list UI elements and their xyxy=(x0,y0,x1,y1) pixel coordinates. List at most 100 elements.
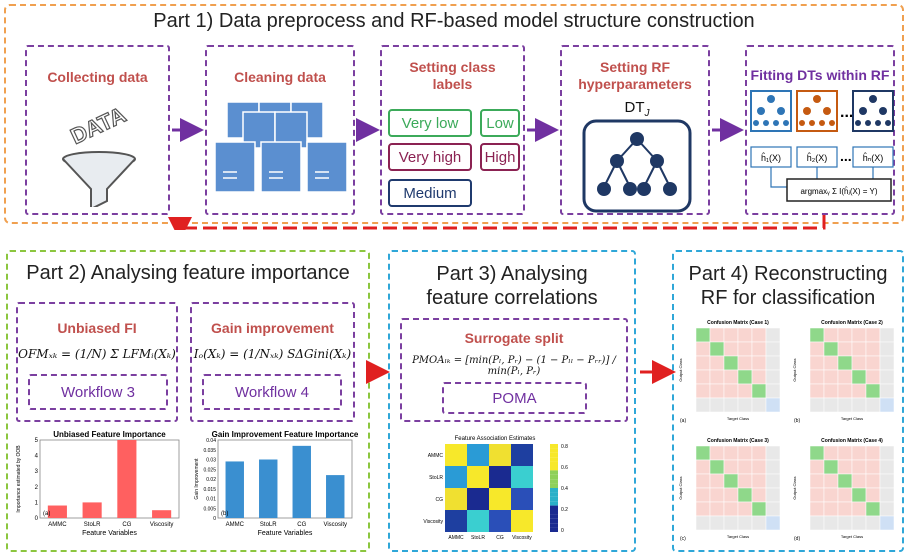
panel-label: (b) xyxy=(221,511,228,517)
colorbar-segment xyxy=(550,474,558,480)
heatmap-cell xyxy=(489,488,511,510)
x-axis-label: Feature Variables xyxy=(82,530,137,537)
cm-cell xyxy=(695,473,711,489)
cm-cell xyxy=(751,459,767,475)
cm-cell xyxy=(837,487,853,503)
cm-cell xyxy=(765,445,781,461)
cm-cell xyxy=(809,473,825,489)
argmax-label: argmaxᵧ Σ I(ĥⱼ(X) = Y) xyxy=(800,187,877,196)
cm-cell xyxy=(709,445,725,461)
cm-cell xyxy=(851,459,867,475)
poma-box: POMA xyxy=(442,382,587,414)
h1-label: ĥ₁(X) xyxy=(761,152,781,163)
heatmap-cell xyxy=(511,488,533,510)
cm-cell xyxy=(723,445,739,461)
cm-cell xyxy=(737,355,753,371)
cm-cell xyxy=(723,459,739,475)
bar-stolr xyxy=(82,502,102,518)
y-tick-label: 0.03 xyxy=(206,458,216,464)
cm-cell xyxy=(851,397,867,413)
cm-cell xyxy=(751,473,767,489)
tree-navy-icon xyxy=(852,90,894,132)
step-clean-box: Cleaning data xyxy=(205,45,355,215)
cm-cell xyxy=(695,515,711,531)
funnel-icon: DATA xyxy=(62,101,136,207)
cm-cell xyxy=(823,355,839,371)
heatmap-cell xyxy=(445,510,467,532)
cm-cell xyxy=(709,459,725,475)
cm-cell xyxy=(823,487,839,503)
workflow-3-box: Workflow 3 xyxy=(28,374,168,410)
colorbar-tick: 0 xyxy=(561,528,564,534)
heatmap-cell xyxy=(467,488,489,510)
cm-panel-label: (d) xyxy=(794,536,800,542)
part3-title-line2: feature correlations xyxy=(426,287,598,309)
cm-output-class: Output Class xyxy=(792,358,797,381)
cm-cell xyxy=(865,383,881,399)
heatmap-cell xyxy=(489,510,511,532)
cm-cell xyxy=(737,501,753,517)
cm-cell xyxy=(837,355,853,371)
cm-cell xyxy=(751,445,767,461)
cm-cell xyxy=(879,341,895,357)
cm-cell xyxy=(709,341,725,357)
colorbar-tick: 0.6 xyxy=(561,465,568,471)
cm-cell xyxy=(765,487,781,503)
y-tick-label: 0.035 xyxy=(203,448,216,454)
cm-cell xyxy=(879,473,895,489)
cm-cell xyxy=(879,383,895,399)
cm-cell xyxy=(837,341,853,357)
cm-cell xyxy=(751,341,767,357)
cm-cell xyxy=(751,487,767,503)
cm-cell xyxy=(737,473,753,489)
cm-cell xyxy=(723,383,739,399)
heatmap-col-label: StoLR xyxy=(471,535,485,541)
cm-cell xyxy=(809,355,825,371)
heatmap-cell xyxy=(511,444,533,466)
cm-cell xyxy=(851,383,867,399)
cm-cell xyxy=(765,515,781,531)
cm-cell xyxy=(823,459,839,475)
cm-cell xyxy=(809,459,825,475)
step-labels-title: Setting class labels xyxy=(409,59,496,92)
colorbar-tick: 0.2 xyxy=(561,507,568,513)
cm-cell xyxy=(809,369,825,385)
part1-title: Part 1) Data preprocess and RF-based mod… xyxy=(153,10,755,32)
cm-cell xyxy=(765,397,781,413)
cm-cell xyxy=(837,501,853,517)
cm-cell xyxy=(865,459,881,475)
cm-panel-label: (c) xyxy=(680,536,686,542)
x-tick-label: Viscosity xyxy=(323,522,347,528)
x-tick-label: StoLR xyxy=(84,522,101,528)
part3-frame xyxy=(388,250,636,552)
step-fit-title: Fitting DTs within RF xyxy=(750,67,890,83)
plot-area xyxy=(39,439,180,519)
bar-viscosity xyxy=(152,510,172,518)
cm-panel-label: (b) xyxy=(794,418,800,424)
cm-cell xyxy=(837,445,853,461)
cm-cell xyxy=(737,515,753,531)
colorbar-segment xyxy=(550,470,558,475)
cm-cell xyxy=(737,445,753,461)
heatmap-cell xyxy=(511,510,533,532)
cm-output-class: Output Class xyxy=(678,358,683,381)
part3-title-line1: Part 3) Analysing xyxy=(436,263,588,285)
unbiased-fi-title: Unbiased FI xyxy=(57,320,137,336)
cm-cell xyxy=(851,445,867,461)
y-tick-label: 5 xyxy=(35,438,39,444)
part4-title: Part 4) Reconstructing RF for classifica… xyxy=(672,262,904,310)
cm-cell xyxy=(809,327,825,343)
bar-ammc xyxy=(47,505,67,518)
cm-cell xyxy=(809,341,825,357)
cm-cell xyxy=(823,383,839,399)
x-tick-label: CG xyxy=(297,522,306,528)
cm-cell xyxy=(865,487,881,503)
heatmap-cell xyxy=(489,466,511,488)
cm-cell xyxy=(851,355,867,371)
cm-cell xyxy=(879,369,895,385)
cm-cell xyxy=(765,383,781,399)
cm-cell xyxy=(723,369,739,385)
database-stack-icon xyxy=(214,102,348,193)
colorbar-segment xyxy=(550,505,558,510)
gain-formula: Iₒ(Xₖ) = (1/Nₓₖ) SΔGini(Xₖ) xyxy=(193,347,352,361)
